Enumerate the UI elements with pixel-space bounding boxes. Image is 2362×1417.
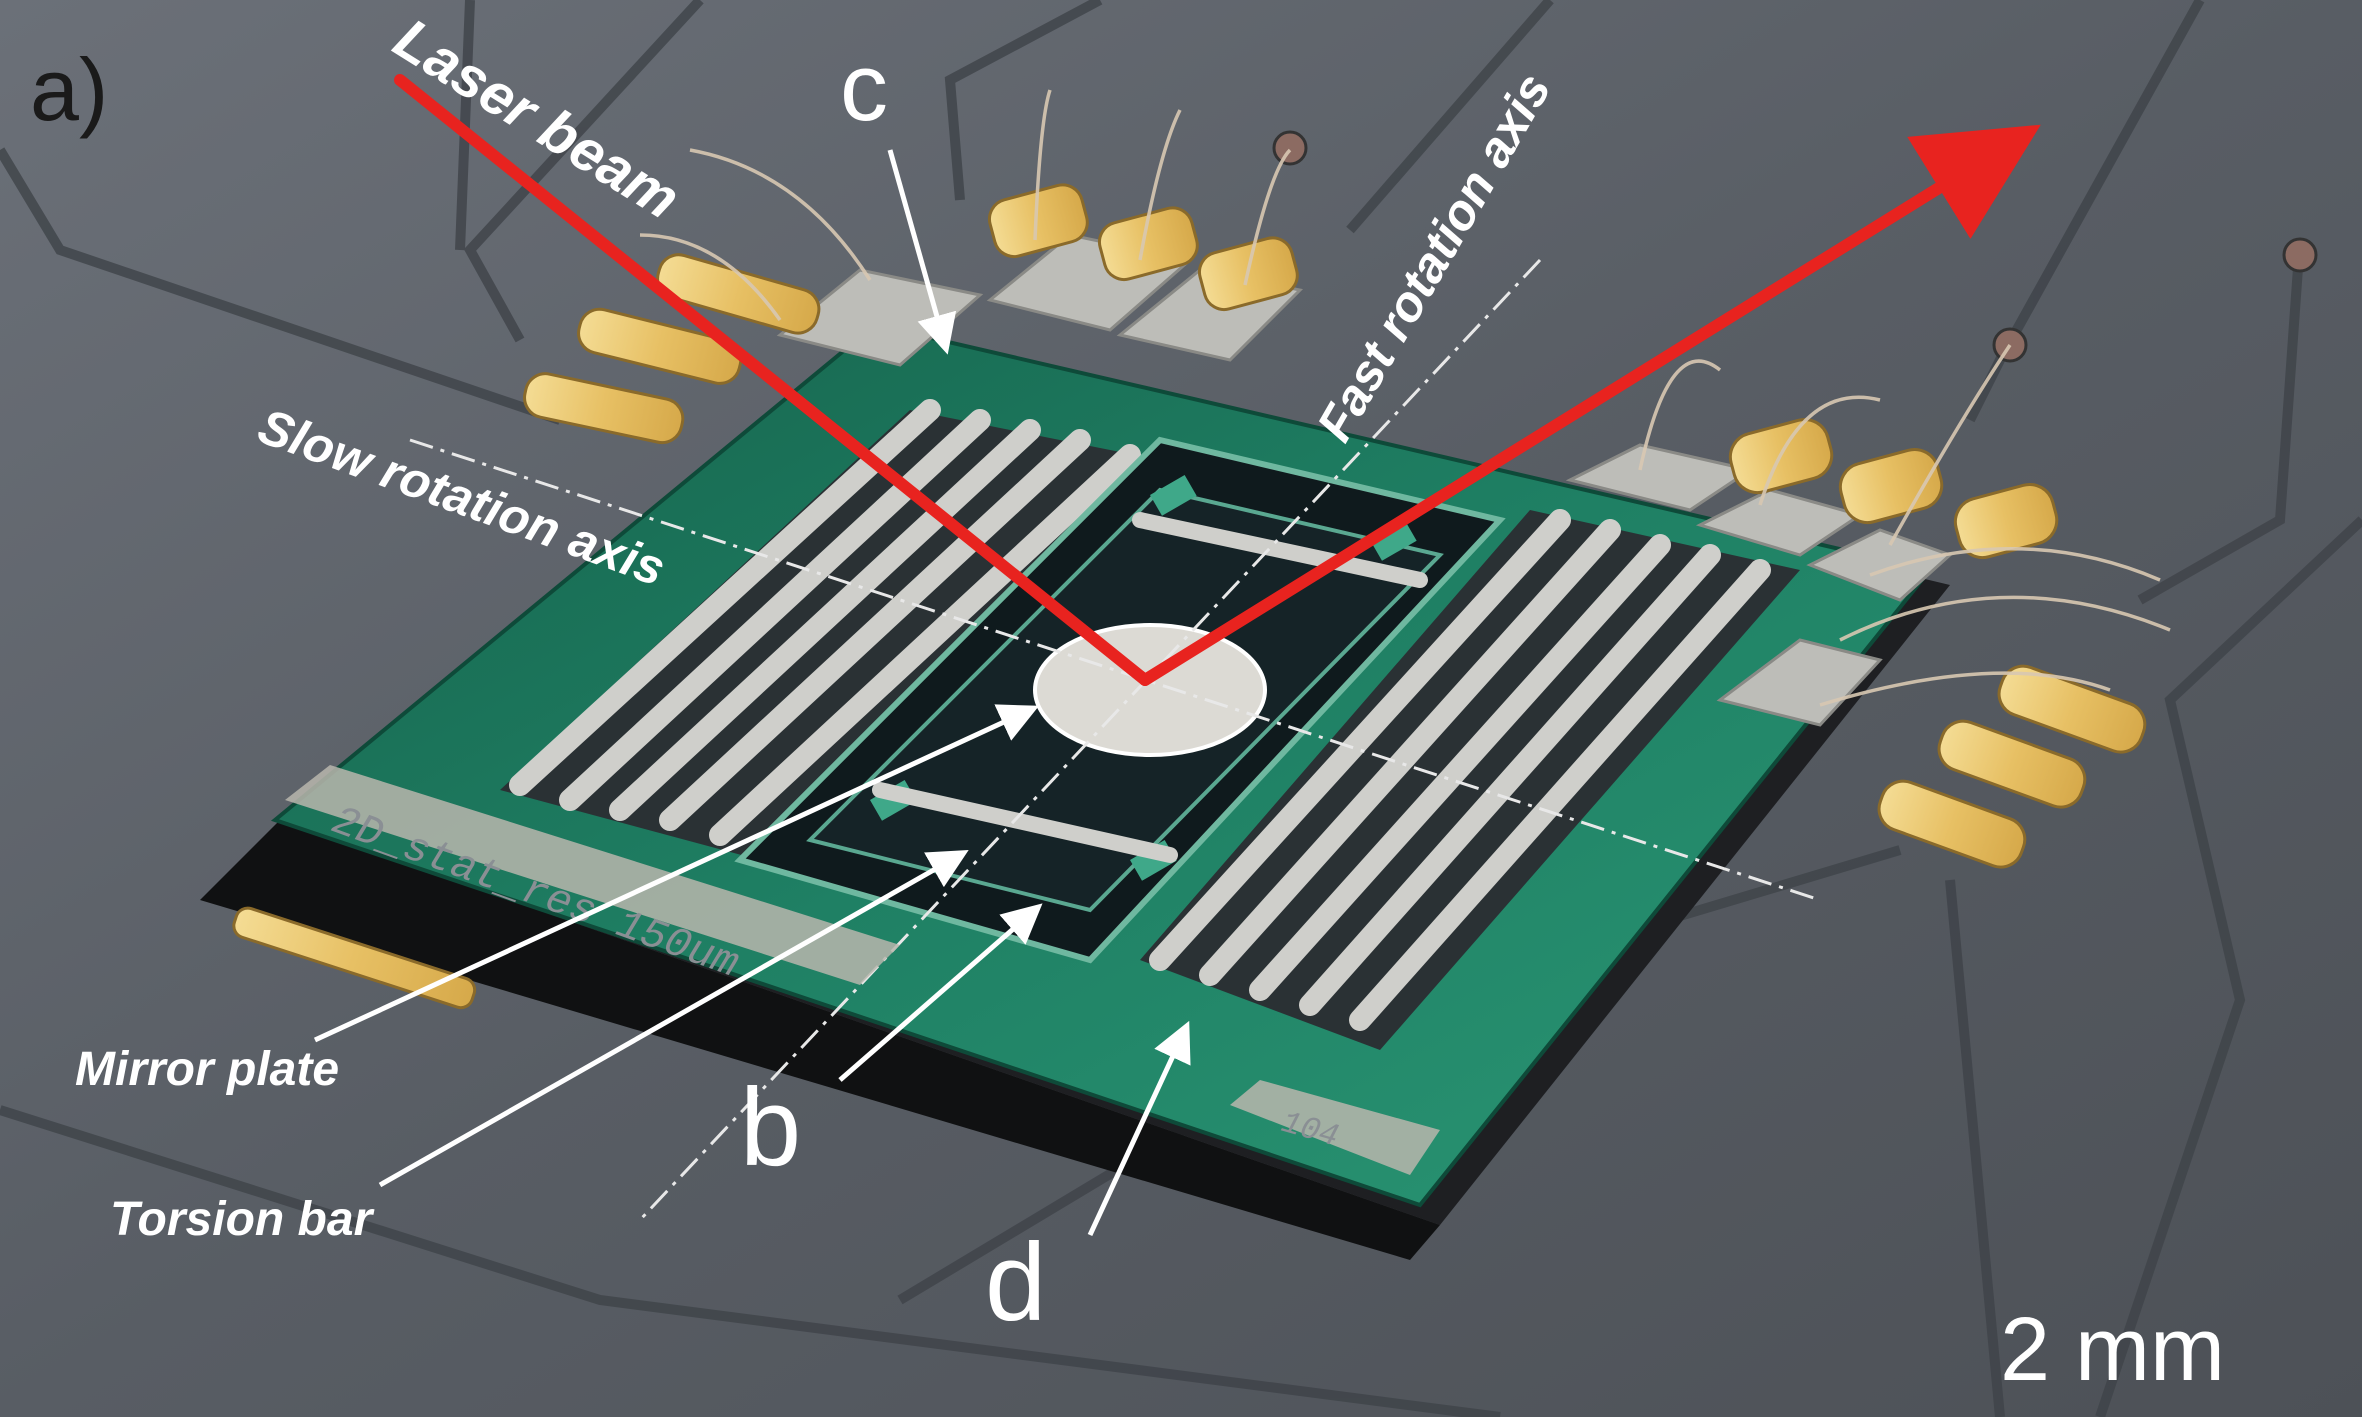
- right-comb-actuator: [1140, 509, 1800, 1050]
- arrow-b: [838, 903, 1043, 1082]
- pcb-vias: [1272, 130, 2318, 363]
- arrow-mirror-plate: [313, 704, 1040, 1043]
- label-c: c: [840, 34, 888, 141]
- laser-beam-path: [394, 74, 2041, 686]
- label-d: d: [985, 1221, 1046, 1344]
- arrow-d: [1087, 1020, 1191, 1237]
- arrow-c: [887, 149, 957, 355]
- annotation-arrows: [313, 149, 1191, 1237]
- label-mirror-plate: Mirror plate: [75, 1043, 339, 1096]
- arrow-torsion-bar: [378, 850, 969, 1188]
- mirror-plate: [1033, 623, 1267, 757]
- scale-bar-label: 2 mm: [2000, 1300, 2225, 1400]
- axis-lines: [409, 258, 1821, 1222]
- label-b: b: [740, 1066, 801, 1189]
- label-torsion-bar: Torsion bar: [110, 1193, 375, 1246]
- torsion-bars: [872, 512, 1428, 863]
- gold-bond-pads: [232, 183, 2147, 1010]
- panel-label: a): [30, 40, 108, 139]
- bond-wires: [639, 89, 2171, 707]
- left-comb-actuator: [500, 399, 1160, 860]
